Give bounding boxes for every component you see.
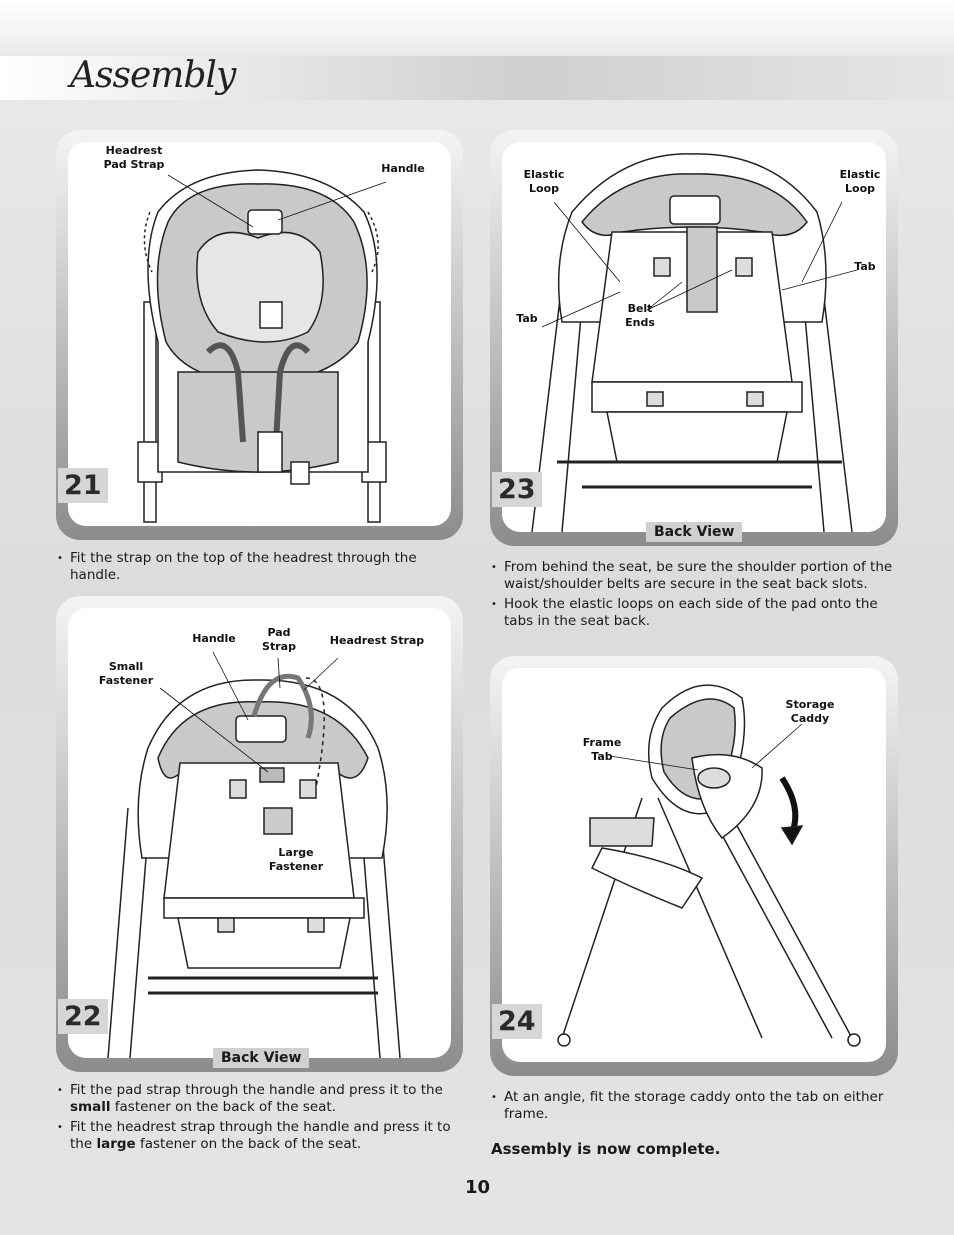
step-21-instructions: Fit the strap on the top of the headrest…: [57, 550, 467, 587]
callout-handle: Handle: [381, 162, 425, 175]
callout-elastic-loop-left: Elastic Loop: [523, 168, 565, 195]
callout-tab-right: Tab: [854, 260, 876, 273]
callout-belt-ends: Belt Ends: [625, 302, 655, 329]
step-23-instruction: From behind the seat, be sure the should…: [491, 559, 903, 593]
callout-pad-strap: Pad Strap: [262, 626, 296, 653]
step-number-21: 21: [58, 468, 108, 503]
high-chair-front-illustration: [137, 169, 387, 523]
assembly-complete-note: Assembly is now complete.: [491, 1140, 721, 1158]
callout-small-fastener: Small Fastener: [98, 660, 154, 687]
step-number-23: 23: [492, 472, 542, 507]
step-number-22: 22: [58, 999, 108, 1034]
step-23-instruction: Hook the elastic loops on each side of t…: [491, 596, 903, 630]
step-23-instructions: From behind the seat, be sure the should…: [491, 559, 903, 633]
step-21-panel: Headrest Pad Strap Handle 21: [56, 130, 463, 540]
high-chair-back-illustration-top: [531, 153, 858, 532]
high-chair-side-caddy-illustration: [557, 684, 861, 1047]
step-24-instruction: At an angle, fit the storage caddy onto …: [491, 1089, 903, 1123]
callout-headrest-strap: Headrest Strap: [329, 634, 425, 647]
header-band: [0, 56, 954, 100]
step-23-illustration-frame: Elastic Loop Elastic Loop Tab Tab Belt E…: [502, 142, 886, 532]
step-23-view-label: Back View: [646, 522, 743, 542]
step-22-panel: Handle Pad Strap Headrest Strap Small Fa…: [56, 596, 463, 1072]
page-number: 10: [465, 1177, 491, 1198]
step-24-instructions: At an angle, fit the storage caddy onto …: [491, 1089, 903, 1126]
callout-storage-caddy: Storage Caddy: [785, 698, 835, 725]
step-22-instructions: Fit the pad strap through the handle and…: [57, 1082, 469, 1156]
step-number-24: 24: [492, 1004, 542, 1039]
step-22-view-label: Back View: [213, 1048, 310, 1068]
callout-large-fastener: Large Fastener: [268, 846, 324, 873]
step-22-instruction: Fit the headrest strap through the handl…: [57, 1119, 469, 1153]
page-title: Assembly: [70, 55, 236, 96]
step-24-illustration-frame: Storage Caddy Frame Tab: [502, 668, 886, 1062]
step-24-panel: Storage Caddy Frame Tab 24: [490, 656, 898, 1076]
step-22-instruction: Fit the pad strap through the handle and…: [57, 1082, 469, 1116]
step-21-instruction: Fit the strap on the top of the headrest…: [57, 550, 467, 584]
step-23-panel: Elastic Loop Elastic Loop Tab Tab Belt E…: [490, 130, 898, 546]
step-21-illustration-frame: Headrest Pad Strap Handle: [68, 142, 451, 526]
callout-elastic-loop-right: Elastic Loop: [839, 168, 881, 195]
callout-headrest-pad-strap: Headrest Pad Strap: [103, 144, 165, 171]
high-chair-back-fastener-illustration: [107, 651, 401, 1058]
callout-handle: Handle: [192, 632, 236, 645]
callout-frame-tab: Frame Tab: [582, 736, 622, 763]
callout-tab-left: Tab: [516, 312, 538, 325]
step-22-illustration-frame: Handle Pad Strap Headrest Strap Small Fa…: [68, 608, 451, 1058]
